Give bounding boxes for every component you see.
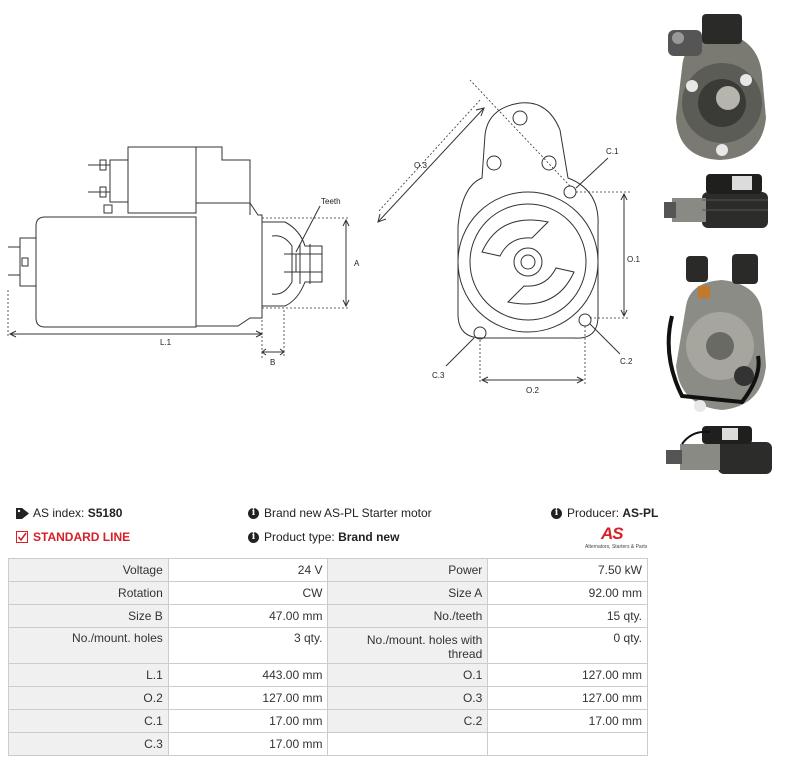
- spec-label-cell: No./mount. holes: [8, 627, 169, 664]
- logo-text: AS: [601, 524, 624, 543]
- spec-value-cell: 17.00 mm: [167, 709, 329, 733]
- product-photo-side-2[interactable]: [662, 420, 778, 484]
- as-index: AS index: S5180: [16, 506, 122, 520]
- spec-value-cell: 127.00 mm: [487, 663, 648, 687]
- technical-drawing: Teeth A L.1 B O.3 C.1 O.1: [7, 79, 640, 395]
- label-o2: O.2: [526, 386, 539, 395]
- checkbox-icon: [16, 531, 28, 543]
- spec-label-cell: Size A: [327, 581, 489, 605]
- producer-value: AS-PL: [622, 506, 659, 520]
- spec-label-cell: O.2: [8, 686, 169, 710]
- spec-label-cell: Power: [327, 558, 489, 582]
- product-type: i Product type: Brand new: [248, 530, 399, 544]
- spec-label-cell: O.3: [327, 686, 489, 710]
- info-icon: i: [248, 531, 259, 543]
- spec-label-cell: Size B: [8, 604, 169, 628]
- label-l1: L.1: [160, 338, 172, 347]
- spec-value-cell: CW: [167, 581, 329, 605]
- spec-label-cell: Voltage: [8, 558, 169, 582]
- spec-label-cell: [327, 732, 489, 756]
- label-a: A: [354, 259, 360, 268]
- description-text: Brand new AS-PL Starter motor: [264, 506, 432, 520]
- spec-value-cell: 92.00 mm: [487, 581, 648, 605]
- line-text: STANDARD LINE: [33, 530, 131, 544]
- as-pl-logo: AS Alternators, Starters & Parts: [585, 524, 650, 552]
- spec-label-cell: L.1: [8, 663, 169, 687]
- label-b: B: [270, 358, 275, 367]
- producer: i Producer: AS-PL: [551, 506, 658, 520]
- spec-label-cell: C.2: [327, 709, 489, 733]
- as-index-value: S5180: [87, 506, 123, 520]
- spec-value-cell: 443.00 mm: [167, 663, 329, 687]
- spec-label-cell: O.1: [327, 663, 489, 687]
- product-photo-front[interactable]: [662, 8, 778, 168]
- standard-line: STANDARD LINE: [16, 530, 130, 544]
- spec-label-cell: No./teeth: [327, 604, 489, 628]
- label-o1: O.1: [627, 255, 640, 264]
- tag-icon: [16, 507, 29, 519]
- product-photo-rear[interactable]: [662, 246, 778, 416]
- spec-value-cell: [487, 732, 648, 756]
- spec-value-cell: 24 V: [167, 558, 329, 582]
- spec-label-cell: C.1: [8, 709, 169, 733]
- label-o3: O.3: [414, 161, 427, 170]
- spec-label-cell: No./mount. holes with thread: [327, 627, 489, 664]
- spec-label-cell: C.3: [8, 732, 169, 756]
- info-icon: i: [248, 507, 259, 519]
- product-photo-side[interactable]: [662, 170, 778, 242]
- spec-value-cell: 0 qty.: [487, 627, 648, 664]
- logo-tagline: Alternators, Starters & Parts: [585, 544, 648, 550]
- label-c2: C.2: [620, 357, 633, 366]
- product-description: i Brand new AS-PL Starter motor: [248, 506, 432, 520]
- label-teeth: Teeth: [321, 197, 341, 206]
- label-c3: C.3: [432, 371, 445, 380]
- spec-value-cell: 127.00 mm: [487, 686, 648, 710]
- spec-value-cell: 127.00 mm: [167, 686, 329, 710]
- spec-label-cell: Rotation: [8, 581, 169, 605]
- spec-value-cell: 7.50 kW: [487, 558, 648, 582]
- spec-value-cell: 47.00 mm: [167, 604, 329, 628]
- spec-value-cell: 17.00 mm: [487, 709, 648, 733]
- spec-value-cell: 17.00 mm: [167, 732, 329, 756]
- label-c1: C.1: [606, 147, 619, 156]
- info-icon: i: [551, 507, 562, 519]
- spec-value-cell: 3 qty.: [167, 627, 329, 664]
- as-index-label: AS index:: [33, 506, 85, 520]
- product-type-value: Brand new: [338, 530, 400, 544]
- spec-value-cell: 15 qty.: [487, 604, 648, 628]
- product-type-label: Product type:: [264, 530, 335, 544]
- producer-label: Producer:: [567, 506, 620, 520]
